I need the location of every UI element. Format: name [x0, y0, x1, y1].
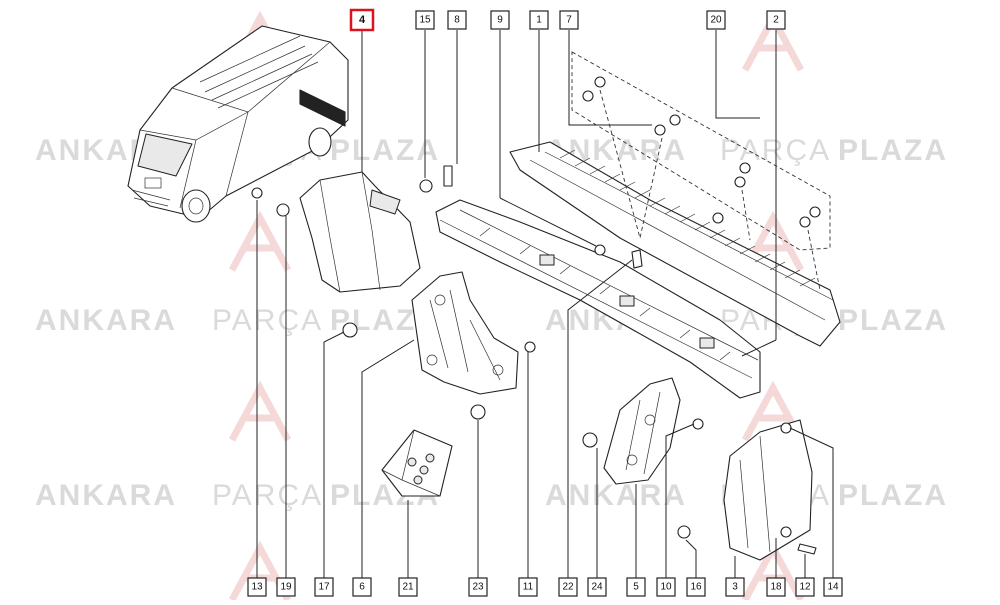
svg-text:3: 3	[732, 582, 738, 593]
leader-lines	[256, 30, 834, 578]
callout-7[interactable]: 7	[559, 10, 579, 30]
svg-text:6: 6	[359, 582, 365, 593]
callout-6[interactable]: 6	[352, 577, 372, 597]
part-5-right-bracket	[603, 377, 681, 485]
callout-11[interactable]: 11	[518, 577, 538, 597]
callout-1[interactable]: 1	[529, 10, 549, 30]
callout-13[interactable]: 13	[247, 577, 267, 597]
callout-18[interactable]: 18	[766, 577, 786, 597]
callout-12[interactable]: 12	[795, 577, 815, 597]
callout-14[interactable]: 14	[823, 577, 843, 597]
callouts-bottom: 13 19 17 6 21 23 11 22 24 5 10 16 3 18 1…	[247, 577, 843, 597]
svg-text:11: 11	[523, 582, 534, 593]
part-3-right-corner-cap	[723, 419, 813, 561]
svg-text:17: 17	[318, 582, 330, 593]
svg-text:9: 9	[497, 15, 503, 26]
fasteners	[251, 165, 817, 555]
watermark-word: PLAZA	[330, 134, 440, 167]
tread-ribs	[559, 149, 816, 287]
part-20-clip-group	[571, 51, 831, 291]
callout-24[interactable]: 24	[587, 577, 607, 597]
callout-16[interactable]: 16	[686, 577, 706, 597]
svg-text:16: 16	[690, 582, 702, 593]
watermark-row-1: ANKARA PARÇA PLAZA ANKARA PARÇA PLAZA	[35, 134, 948, 167]
svg-text:10: 10	[660, 582, 672, 593]
watermark-word: PARÇA	[720, 134, 831, 167]
van-illustration	[127, 25, 349, 223]
part-6-left-bracket	[411, 271, 519, 395]
callout-9[interactable]: 9	[490, 10, 510, 30]
svg-text:8: 8	[454, 15, 460, 26]
callout-2[interactable]: 2	[766, 10, 786, 30]
callout-20[interactable]: 20	[706, 10, 726, 30]
watermark-word: PLAZA	[838, 479, 948, 512]
callout-21[interactable]: 21	[398, 577, 418, 597]
svg-text:24: 24	[591, 582, 603, 593]
watermark-word: PLAZA	[838, 134, 948, 167]
callout-15[interactable]: 15	[415, 10, 435, 30]
watermark-word: ANKARA	[35, 479, 177, 512]
callout-8[interactable]: 8	[447, 10, 467, 30]
svg-text:21: 21	[402, 582, 414, 593]
callout-19[interactable]: 19	[276, 577, 296, 597]
callout-4[interactable]: 4	[349, 8, 375, 32]
svg-text:23: 23	[472, 582, 484, 593]
callout-5[interactable]: 5	[626, 577, 646, 597]
callout-22[interactable]: 22	[558, 577, 578, 597]
part-21-fastener-kit	[381, 429, 453, 497]
callouts-top: 4 15 8 9 1 7 20 2	[349, 8, 786, 32]
svg-text:2: 2	[773, 15, 779, 26]
watermark-word: PARÇA	[212, 479, 323, 512]
svg-text:14: 14	[827, 582, 839, 593]
svg-text:4: 4	[359, 14, 366, 26]
callout-23[interactable]: 23	[468, 577, 488, 597]
callout-3[interactable]: 3	[725, 577, 745, 597]
svg-text:13: 13	[251, 582, 263, 593]
watermark-word: PARÇA	[212, 304, 323, 337]
svg-text:19: 19	[280, 582, 292, 593]
watermark-word: PLAZA	[838, 304, 948, 337]
callout-10[interactable]: 10	[656, 577, 676, 597]
watermark-word: ANKARA	[35, 304, 177, 337]
svg-text:18: 18	[770, 582, 782, 593]
svg-text:5: 5	[633, 582, 639, 593]
svg-text:22: 22	[562, 582, 574, 593]
svg-text:12: 12	[799, 582, 811, 593]
svg-text:1: 1	[536, 15, 542, 26]
svg-text:20: 20	[710, 15, 722, 26]
part-9-bumper-beam	[435, 199, 761, 399]
callout-17[interactable]: 17	[314, 577, 334, 597]
svg-text:7: 7	[566, 15, 572, 26]
svg-text:15: 15	[419, 15, 431, 26]
part-4-left-corner-cap	[299, 171, 421, 293]
